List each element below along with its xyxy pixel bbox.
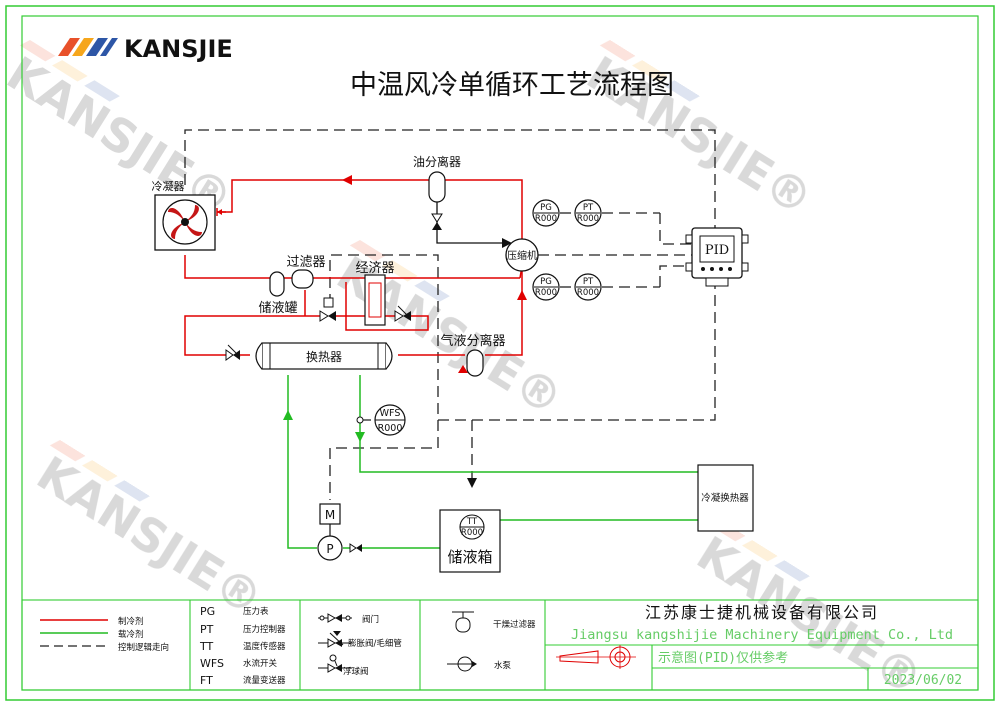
float-valve-symbol [318, 654, 352, 673]
svg-text:R000: R000 [535, 214, 557, 224]
pump: P [317, 535, 343, 561]
coolant-lines [287, 375, 698, 549]
condensing-heat-exchanger: 冷凝换热器 [697, 464, 754, 532]
filter-label: 过滤器 [286, 255, 325, 270]
svg-text:温度传感器: 温度传感器 [243, 641, 286, 652]
receiver-label: 储液罐 [258, 301, 297, 316]
date: 2023/06/02 [884, 673, 962, 688]
svg-text:膨胀阀/毛细管: 膨胀阀/毛细管 [348, 638, 402, 649]
storage-tank: TT R000 储液箱 [439, 509, 501, 573]
svg-text:M: M [325, 508, 335, 522]
condenser: 冷凝器 [152, 179, 216, 251]
gas-liquid-separator: 气液分离器 [440, 333, 506, 377]
symbol-legend-2: 干燥过滤器 水泵 [447, 611, 536, 672]
compressor-label: 压缩机 [507, 249, 537, 262]
compressor: 压缩机 [505, 238, 539, 272]
svg-text:水泵: 水泵 [494, 660, 512, 671]
company-name-en: Jiangsu kangshijie Machinery Equipment C… [571, 627, 953, 643]
instrument-pt-top: PT R000 [574, 199, 602, 227]
oil-return-arrow [502, 238, 512, 248]
svg-text:流量变送器: 流量变送器 [243, 675, 286, 686]
svg-text:P: P [326, 542, 333, 556]
condenser-label: 冷凝器 [152, 179, 185, 193]
storage-tank-label: 储液箱 [447, 548, 492, 566]
refrigerant-lines [184, 179, 523, 356]
projection-symbol [556, 645, 636, 669]
svg-text:TT: TT [466, 517, 478, 527]
svg-text:R000: R000 [577, 214, 599, 224]
pid-label: PID [705, 243, 729, 258]
expansion-valve-main [225, 344, 241, 361]
economizer: 经济器 [355, 261, 395, 326]
flow-arrow [458, 365, 468, 373]
line-legend: 制冷剂 载冷剂 控制逻辑走向 [40, 616, 169, 653]
svg-text:WFS: WFS [380, 408, 401, 419]
svg-text:R000: R000 [535, 288, 557, 298]
svg-text:PG: PG [540, 277, 552, 287]
svg-text:PT: PT [200, 623, 214, 636]
economizer-label: 经济器 [355, 261, 394, 276]
svg-text:PT: PT [583, 277, 594, 287]
abbreviation-legend: PG 压力表 PT 压力控制器 TT 温度传感器 WFS 水流开关 FT 流量变… [199, 605, 286, 687]
outer-frame [5, 5, 995, 701]
company-name-cn: 江苏康士捷机械设备有限公司 [645, 603, 879, 622]
svg-text:R000: R000 [577, 288, 599, 298]
symbol-legend: 阀门 膨胀阀/毛细管 浮球阀 [318, 613, 402, 677]
svg-text:PG: PG [200, 605, 215, 618]
title-block [21, 599, 979, 691]
coolant-arrow [355, 432, 365, 442]
oil-return-line [436, 200, 506, 244]
control-lines [184, 129, 716, 500]
condensing-exchanger-label: 冷凝换热器 [701, 492, 749, 504]
brand-name: KANSJIE [124, 35, 233, 63]
valve-symbol [318, 613, 352, 623]
svg-text:浮球阀: 浮球阀 [343, 666, 369, 677]
instrument-wfs: WFS R000 [356, 404, 406, 436]
flow-arrow [342, 175, 352, 185]
pid-controller: PID [685, 227, 749, 287]
heat-exchanger: 换热器 [255, 342, 393, 370]
svg-text:制冷剂: 制冷剂 [118, 616, 144, 627]
instrument-pg-bottom: PG R000 [532, 273, 560, 301]
reference-note: 示意图(PID)仅供参考 [658, 650, 788, 666]
svg-text:WFS: WFS [200, 657, 224, 670]
svg-text:TT: TT [199, 640, 214, 653]
filter: 过滤器 [286, 255, 326, 289]
coolant-arrow [283, 410, 293, 420]
flow-arrow [517, 290, 527, 300]
svg-text:PT: PT [583, 203, 594, 213]
brand-logo: KANSJIE [58, 35, 233, 63]
instrument-pt-bottom: PT R000 [574, 273, 602, 301]
svg-text:R000: R000 [378, 423, 403, 434]
pump-valve [349, 543, 362, 553]
economizer-valve [319, 297, 336, 322]
heat-exchanger-label: 换热器 [306, 350, 342, 364]
svg-text:PG: PG [540, 203, 552, 213]
oil-separator: 油分离器 [413, 154, 461, 203]
motor: M [319, 503, 341, 536]
svg-text:R000: R000 [461, 528, 483, 538]
svg-text:控制逻辑走向: 控制逻辑走向 [118, 642, 169, 653]
expansion-valve-economizer [394, 305, 411, 322]
oil-separator-label: 油分离器 [413, 154, 461, 169]
company-block: 江苏康士捷机械设备有限公司 Jiangsu kangshijie Machine… [556, 603, 962, 688]
diagram-title: 中温风冷单循环工艺流程图 [350, 70, 674, 101]
svg-text:干燥过滤器: 干燥过滤器 [493, 619, 536, 630]
svg-text:FT: FT [200, 674, 213, 687]
oil-separator-valve [431, 213, 443, 230]
svg-text:压力控制器: 压力控制器 [243, 624, 286, 635]
receiver: 储液罐 [258, 271, 298, 316]
svg-text:载冷剂: 载冷剂 [118, 629, 144, 640]
gas-liquid-separator-label: 气液分离器 [440, 333, 505, 349]
control-arrow [467, 478, 477, 488]
svg-text:压力表: 压力表 [243, 606, 269, 617]
flow-arrow [217, 209, 222, 215]
svg-text:水流开关: 水流开关 [243, 658, 278, 669]
svg-text:阀门: 阀门 [362, 614, 379, 625]
expansion-valve-symbol [318, 631, 352, 648]
dryer-filter-symbol [452, 611, 474, 633]
water-pump-symbol [447, 656, 477, 672]
instrument-pg-top: PG R000 [532, 199, 560, 227]
